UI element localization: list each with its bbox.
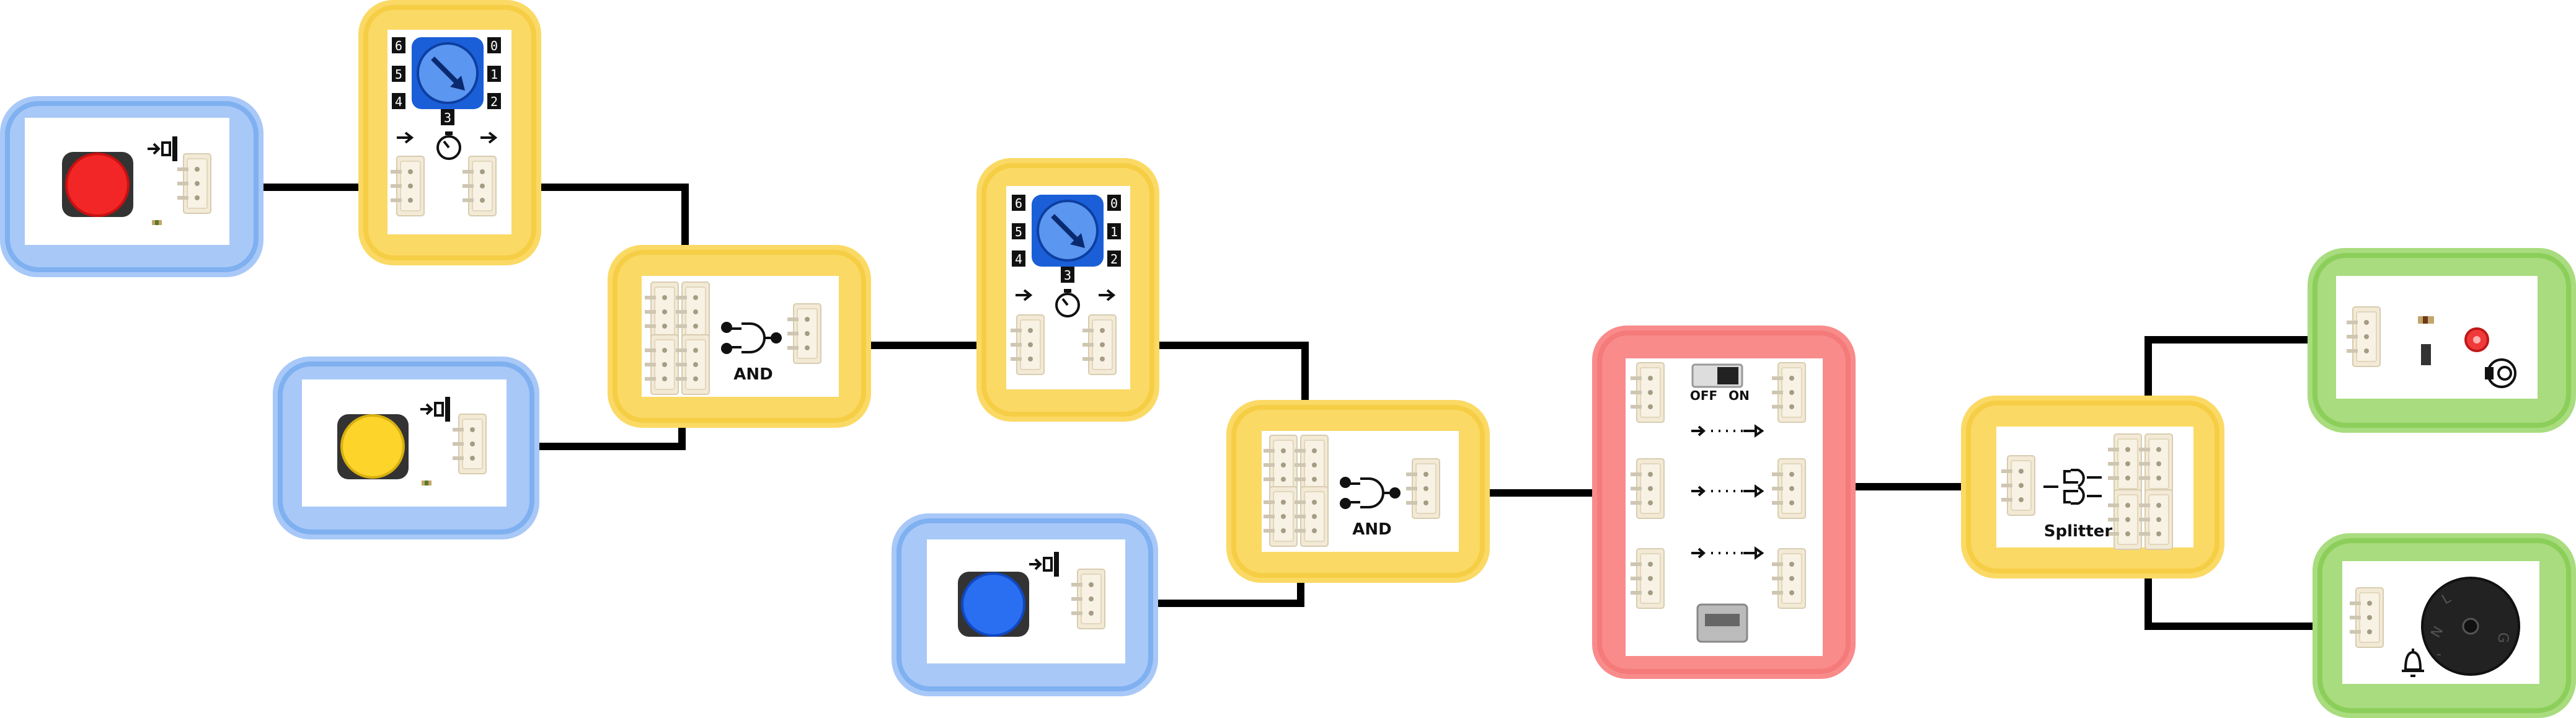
- buzzer-letter: -: [2437, 647, 2441, 662]
- indicator-led: [422, 481, 432, 485]
- dial-number: 5: [1015, 224, 1022, 239]
- and-module-2[interactable]: AND: [1226, 400, 1490, 583]
- and-gate-icon: [1340, 477, 1401, 509]
- bell-icon: [2402, 649, 2424, 677]
- delay-module-1[interactable]: 6 5 4 3 0 1 2: [358, 0, 541, 265]
- buzzer-module[interactable]: - N L G: [2313, 533, 2576, 718]
- wires: [201, 184, 2369, 630]
- dial-number: 4: [1015, 252, 1022, 267]
- yellow-button-module[interactable]: [273, 357, 539, 539]
- yellow-push-button[interactable]: [340, 414, 405, 479]
- dial-number: 0: [490, 38, 498, 53]
- splitter-gate-icon: [2043, 469, 2102, 505]
- red-push-button[interactable]: [65, 153, 130, 217]
- dial-number: 6: [395, 38, 402, 53]
- bulb-icon: [2485, 358, 2516, 388]
- and-module-1[interactable]: AND: [608, 245, 871, 428]
- bulb-module[interactable]: [2308, 248, 2576, 433]
- buzzer-letter: G: [2495, 632, 2510, 643]
- dial-number: 1: [490, 67, 498, 82]
- dial-scale: 6 5 4 3 0 1 2: [1012, 195, 1121, 283]
- passthrough-arrows: [1691, 424, 1764, 560]
- dial-number: 2: [1110, 252, 1118, 267]
- delay-dial[interactable]: [1032, 195, 1104, 267]
- and-gate-icon: [721, 322, 782, 354]
- dial-number: 4: [395, 94, 402, 109]
- dial-number: 2: [490, 94, 498, 109]
- blue-button-module[interactable]: [892, 513, 1158, 696]
- dial-number: 0: [1110, 196, 1118, 211]
- dial-number: 5: [395, 67, 402, 82]
- dial-number: 6: [1015, 196, 1022, 211]
- power-off-label: OFF: [1690, 388, 1717, 403]
- delay-dial[interactable]: [412, 37, 484, 109]
- dial-number: 3: [444, 110, 451, 125]
- indicator-led: [152, 220, 162, 225]
- dial-number: 3: [1064, 268, 1071, 283]
- and-label: AND: [733, 365, 772, 384]
- splitter-module[interactable]: Splitter: [1961, 396, 2224, 578]
- delay-module-2[interactable]: 6 5 4 3 0 1 2: [976, 158, 1159, 422]
- dial-scale: 6 5 4 3 0 1 2: [392, 37, 501, 125]
- power-on-label: ON: [1728, 388, 1750, 403]
- and-label: AND: [1352, 520, 1391, 539]
- splitter-label: Splitter: [2044, 522, 2113, 541]
- power-module[interactable]: OFF ON: [1592, 326, 1856, 679]
- blue-push-button[interactable]: [961, 572, 1025, 637]
- red-button-module[interactable]: [0, 96, 263, 277]
- dial-number: 1: [1110, 224, 1118, 239]
